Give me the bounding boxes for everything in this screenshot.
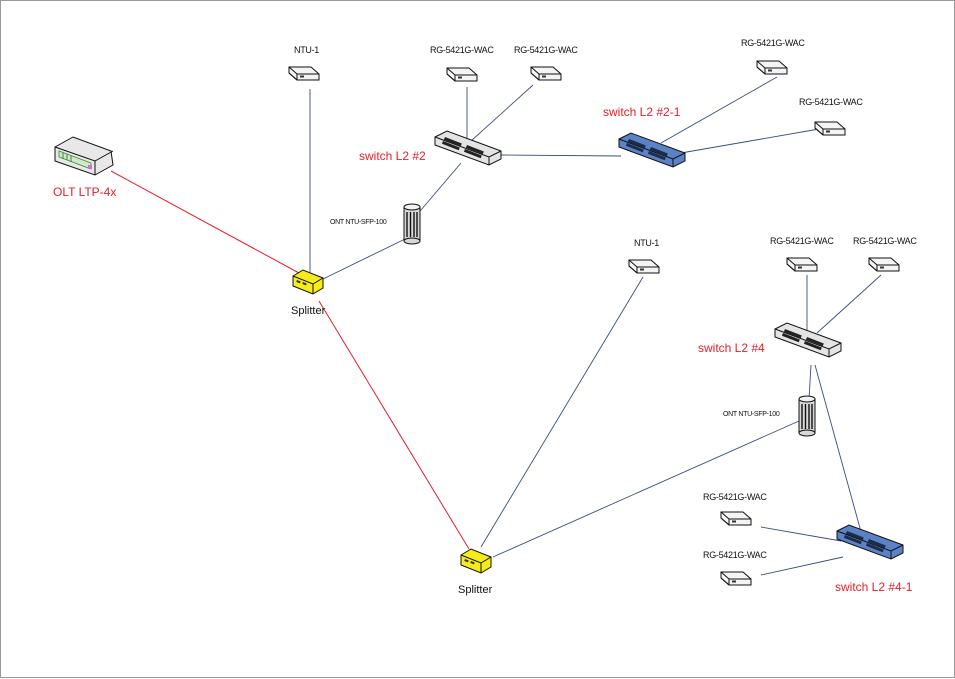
router-device-icon xyxy=(756,60,788,75)
link-splitter2-ont2 xyxy=(492,420,800,558)
ont-label: ONT NTU-SFP-100 xyxy=(723,411,780,418)
ntu-device-icon xyxy=(628,259,660,274)
splitter-icon xyxy=(292,269,324,295)
router-device-icon xyxy=(868,257,900,272)
link-switch2-switch21 xyxy=(496,154,622,157)
router-device-icon xyxy=(786,257,818,272)
router-device-icon xyxy=(446,67,478,82)
switch-icon xyxy=(434,130,502,166)
router-label: RG-5421G-WAC xyxy=(853,236,917,246)
router-device-icon xyxy=(720,511,752,526)
link-ont2-switch4 xyxy=(808,364,812,400)
splitter-icon xyxy=(460,548,492,574)
switch-label: switch L2 #4-1 xyxy=(835,580,913,594)
fiber-links xyxy=(110,170,470,550)
link-ont1-switch2 xyxy=(414,162,462,218)
router-label: RG-5421G-WAC xyxy=(770,236,834,246)
switch-icon xyxy=(836,524,904,560)
link-switch21-rg21b xyxy=(680,128,820,154)
router-device-icon xyxy=(720,571,752,586)
link-switch2-rg2b xyxy=(470,84,534,142)
router-label: RG-5421G-WAC xyxy=(514,45,578,55)
link-switch41-rg41b xyxy=(760,556,844,576)
switch-icon xyxy=(618,132,686,168)
link-splitter1-splitter2 xyxy=(318,300,470,550)
router-label: RG-5421G-WAC xyxy=(741,38,805,48)
router-device-icon xyxy=(814,121,846,136)
ntu-label: NTU-1 xyxy=(634,238,659,248)
router-device-icon xyxy=(530,66,562,81)
splitter-label: Splitter xyxy=(291,305,326,317)
switch-label: switch L2 #2-1 xyxy=(603,105,681,119)
ont-label: ONT NTU-SFP-100 xyxy=(330,219,387,226)
switch-icon xyxy=(774,322,842,358)
router-label: RG-5421G-WAC xyxy=(703,550,767,560)
splitter-label: Splitter xyxy=(458,584,493,596)
link-switch21-rg21a xyxy=(660,76,778,144)
ont-cylinder-icon xyxy=(798,395,816,437)
router-label: RG-5421G-WAC xyxy=(799,97,863,107)
olt-label: OLT LTP-4x xyxy=(53,185,117,199)
link-splitter1-ont1 xyxy=(322,238,406,280)
link-olt-splitter1 xyxy=(110,170,300,274)
link-switch4-rg4b xyxy=(816,274,882,334)
link-splitter2-ntu xyxy=(480,276,644,548)
copper-links xyxy=(309,76,882,576)
ntu-device-icon xyxy=(288,66,320,81)
router-label: RG-5421G-WAC xyxy=(430,45,494,55)
ntu-label: NTU-1 xyxy=(294,45,319,55)
ont-cylinder-icon xyxy=(403,203,421,245)
switch-label: switch L2 #4 xyxy=(698,341,765,355)
router-label: RG-5421G-WAC xyxy=(703,492,767,502)
olt-device-icon xyxy=(54,136,114,176)
switch-label: switch L2 #2 xyxy=(359,149,426,163)
link-switch4-switch41 xyxy=(814,364,864,540)
link-switch41-rg41a xyxy=(760,526,842,542)
